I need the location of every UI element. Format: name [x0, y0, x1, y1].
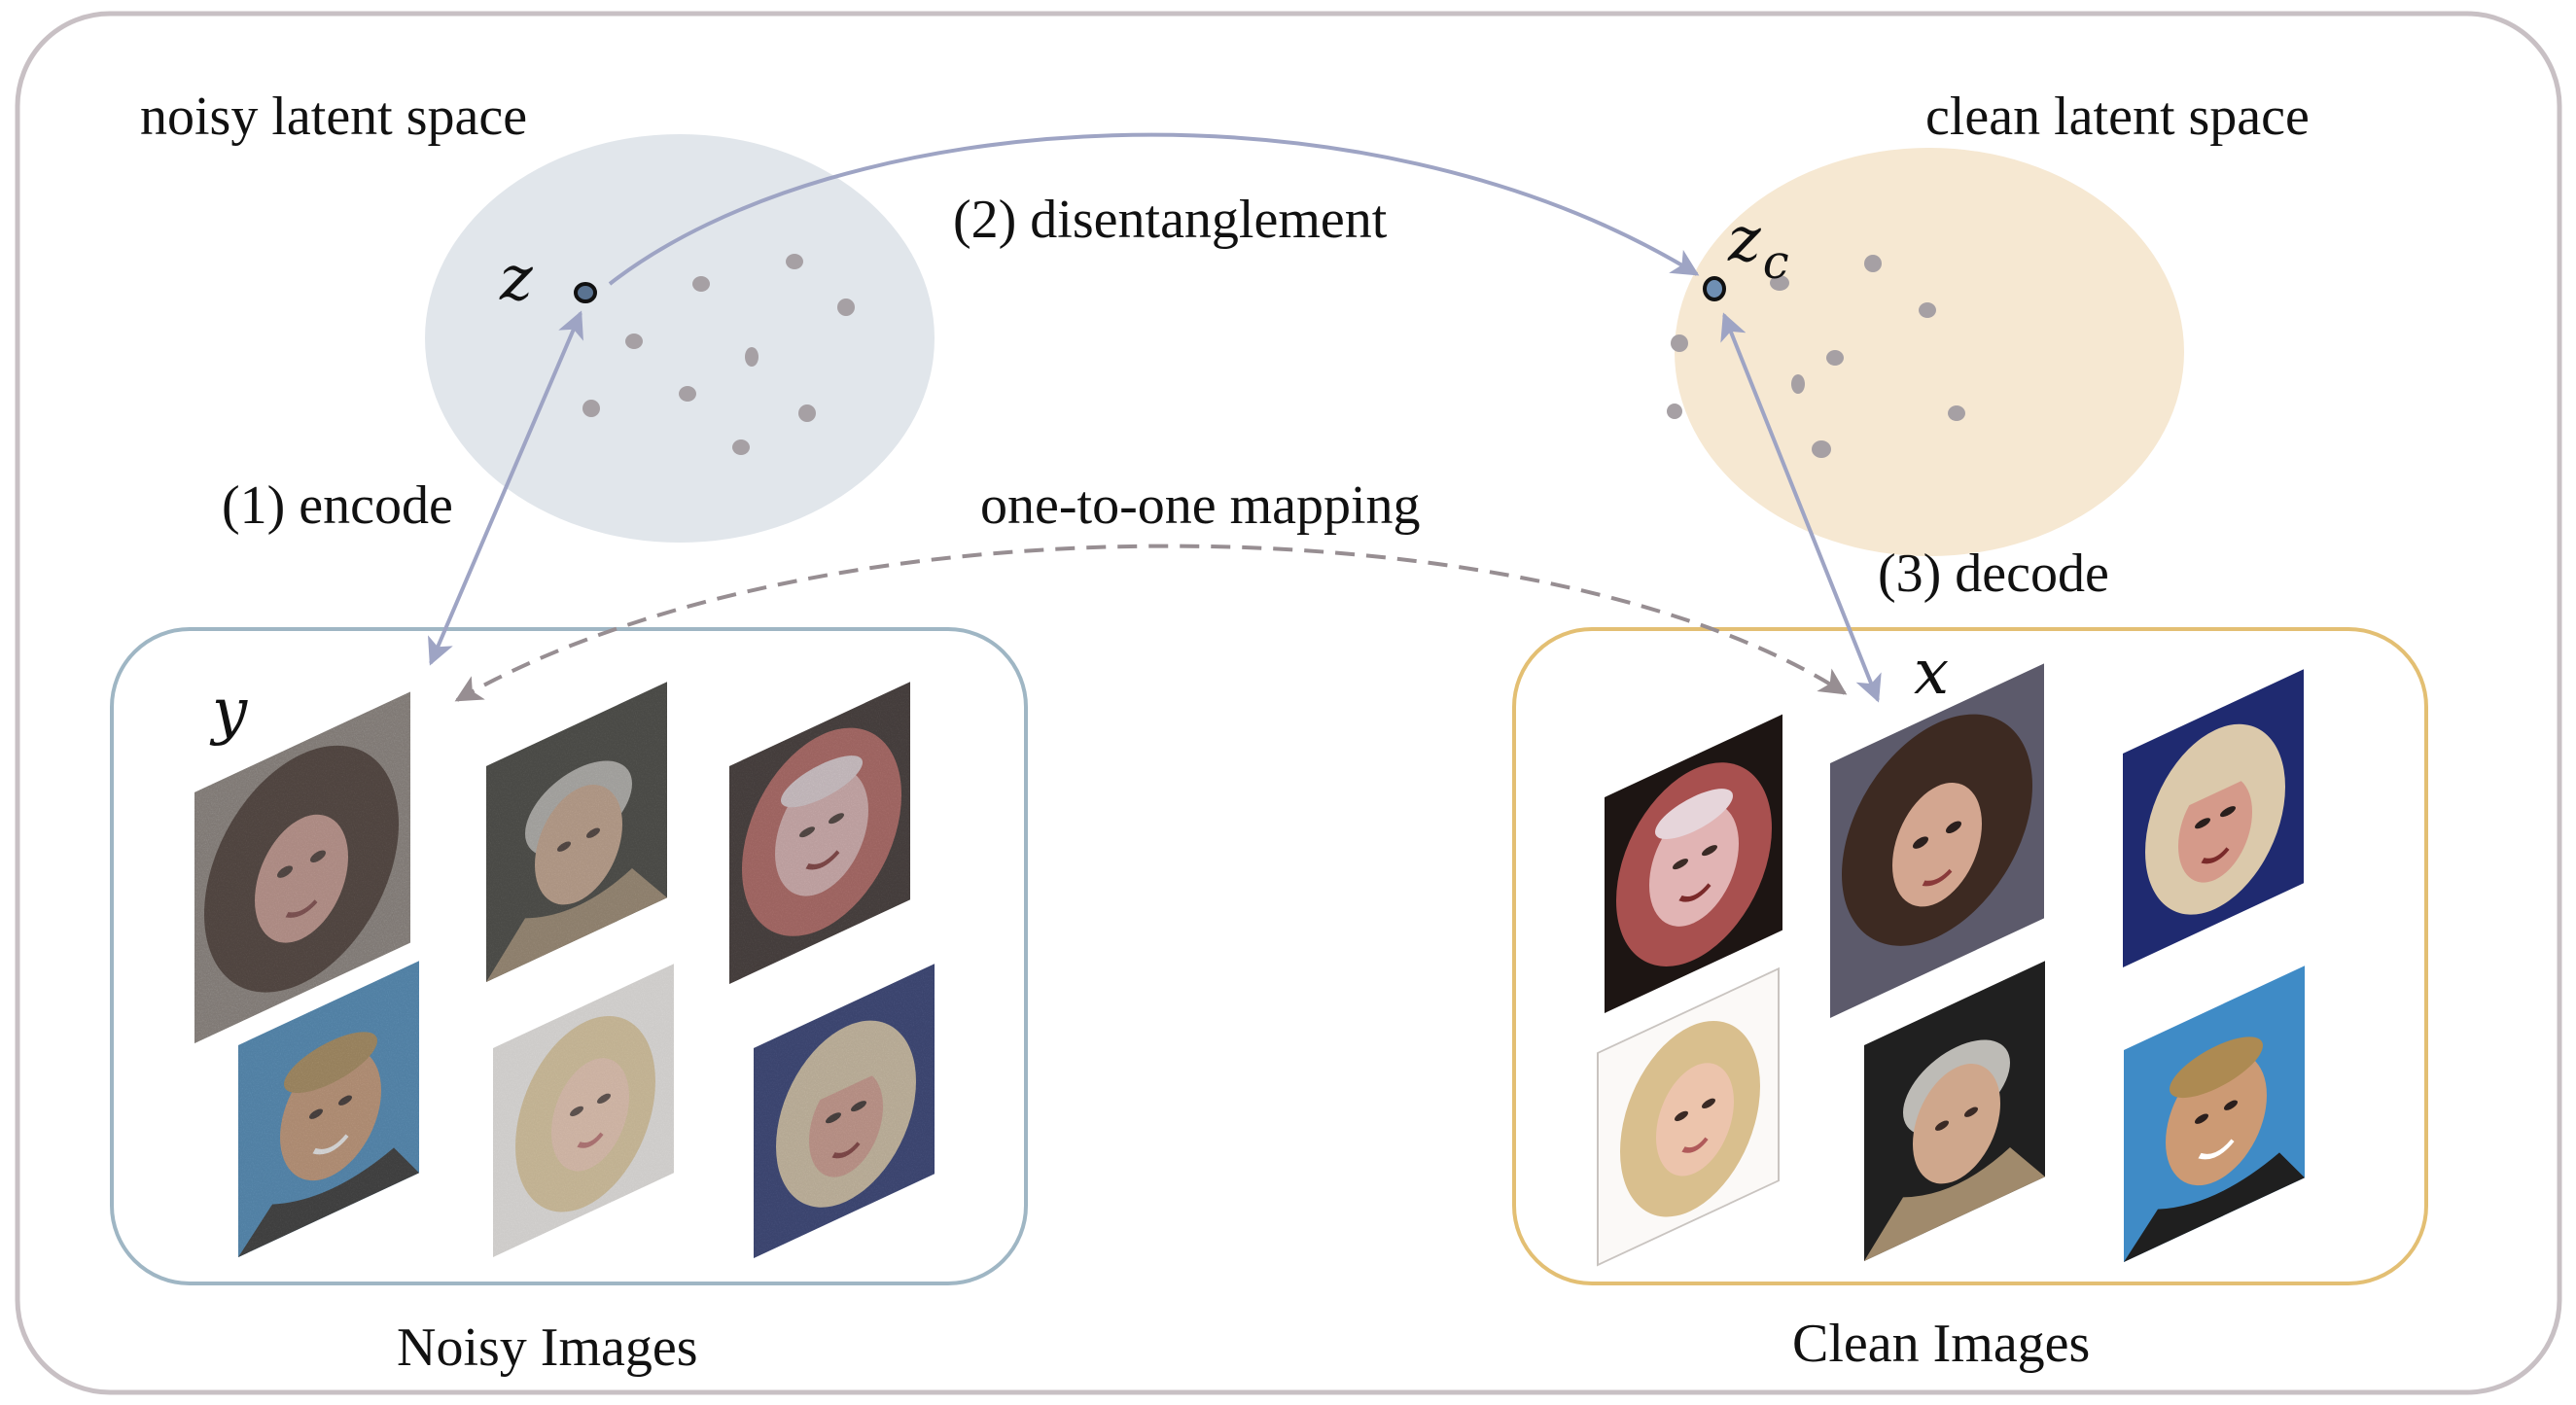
z-symbol: z: [500, 243, 533, 315]
clean-face-image: [1597, 966, 1780, 1267]
clean-face-image: [1830, 663, 2044, 1018]
z-point: [574, 282, 597, 303]
decode-label: (3) decode: [1878, 544, 2109, 604]
noisy-face-image: [493, 964, 674, 1257]
one-to-one-mapping-arrow: [454, 544, 1848, 702]
clean-face-image: [2123, 669, 2304, 967]
encode-arrow: [428, 310, 583, 666]
encode-label: (1) encode: [222, 475, 453, 536]
clean-face-image: [2124, 966, 2305, 1262]
zc-symbol-base: z: [1728, 204, 1761, 276]
noisy-face-image: [486, 682, 667, 982]
zc-symbol: zc: [1728, 209, 1789, 286]
disentanglement-label: (2) disentanglement: [953, 190, 1388, 250]
zc-point: [1703, 276, 1726, 301]
disentanglement-arrow: [608, 132, 1700, 286]
noisy-latent-space-title: noisy latent space: [140, 87, 528, 147]
noisy-latent-dots: [582, 254, 855, 455]
noisy-image-tiles: [194, 682, 935, 1258]
decode-arrow: [1720, 312, 1882, 703]
noisy-face-image: [238, 961, 419, 1257]
clean-images-title: Clean Images: [1792, 1314, 2091, 1374]
y-symbol: y: [212, 676, 248, 748]
clean-latent-space-title: clean latent space: [1925, 87, 2310, 147]
noisy-latent-space-ellipse: [425, 134, 935, 543]
clean-image-tiles: [1597, 663, 2305, 1267]
x-symbol: x: [1914, 637, 1950, 709]
noisy-face-image: [729, 682, 910, 984]
clean-face-image: [1605, 714, 1782, 1013]
mapping-label: one-to-one mapping: [980, 475, 1421, 536]
noisy-face-image: [194, 691, 410, 1043]
clean-face-image: [1864, 961, 2045, 1261]
clean-images-box: [1512, 627, 2428, 1285]
noisy-face-image: [754, 964, 935, 1258]
noisy-images-title: Noisy Images: [397, 1317, 698, 1378]
zc-symbol-subscript: c: [1762, 235, 1789, 290]
